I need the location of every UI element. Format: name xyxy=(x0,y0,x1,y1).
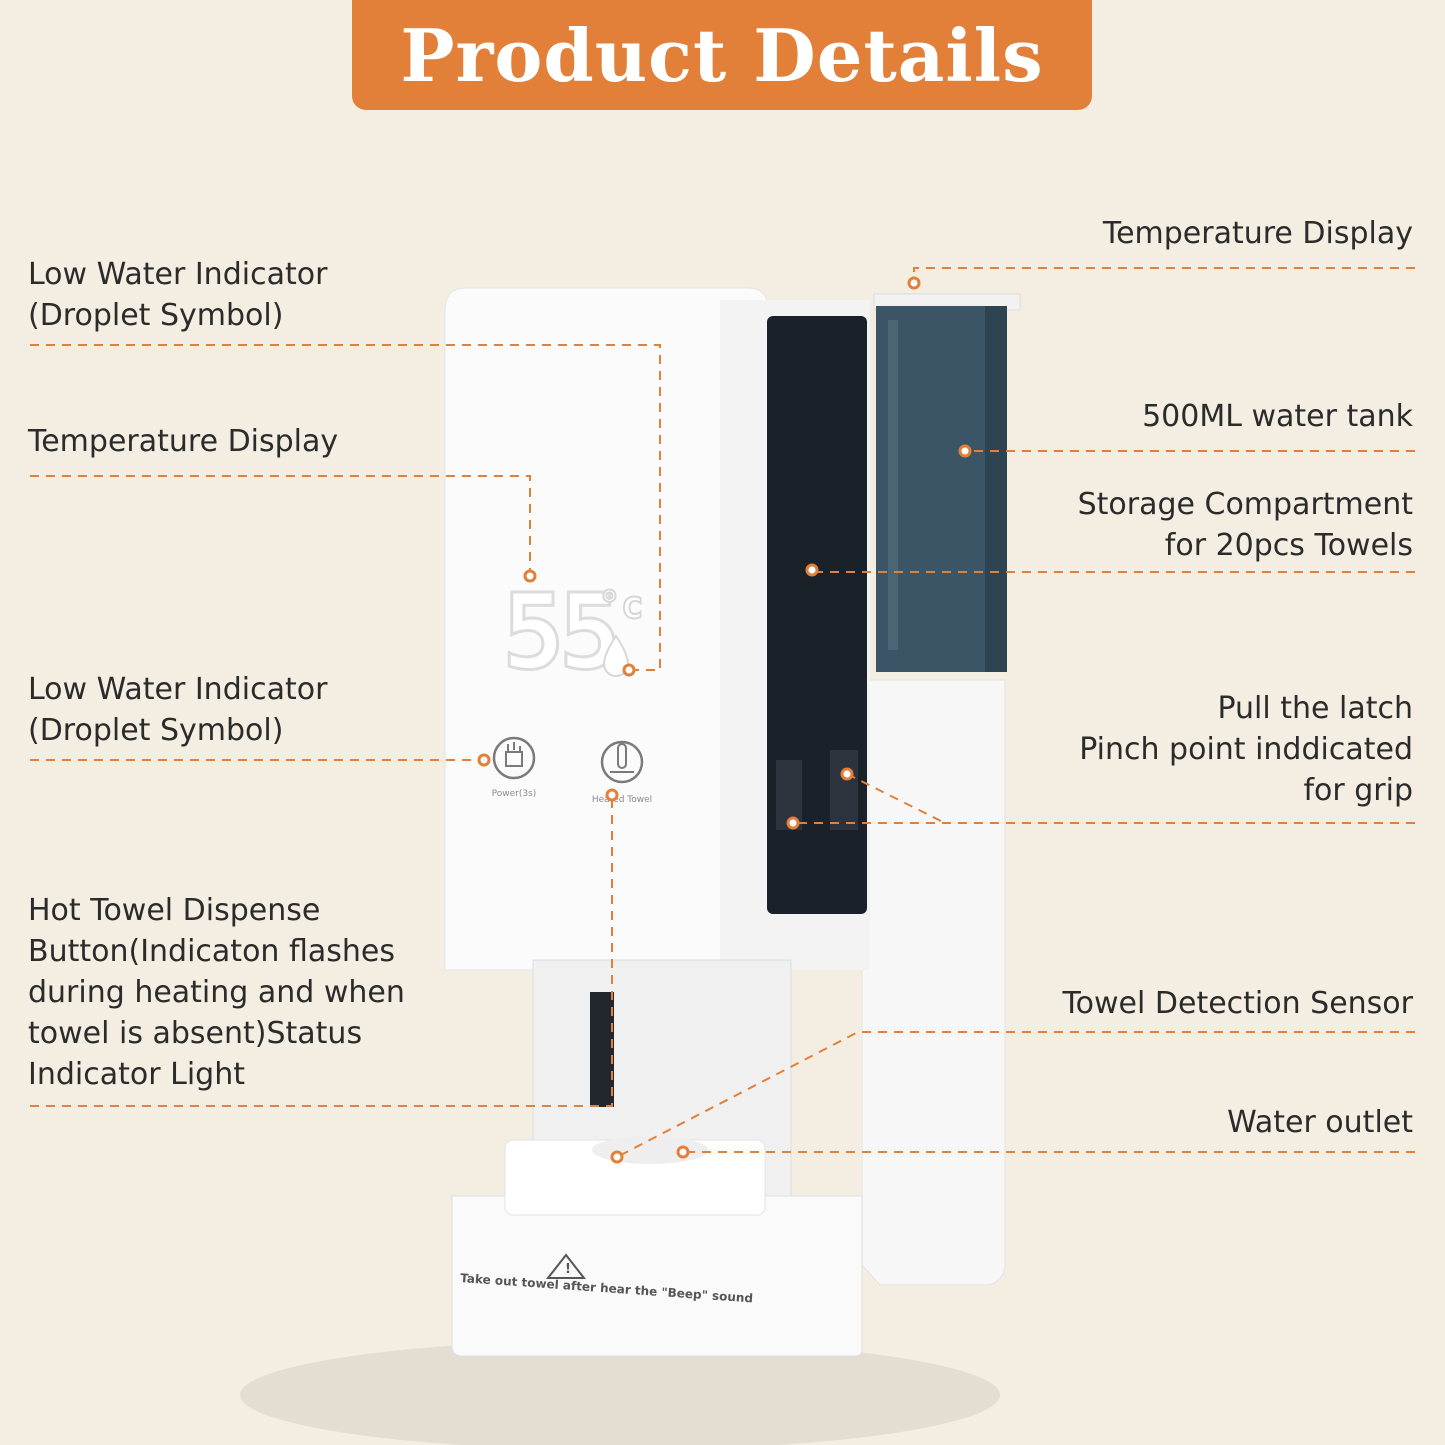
title-banner: Product Details xyxy=(352,0,1092,110)
power-button-label: Power(3s) xyxy=(492,789,537,799)
svg-text:!: ! xyxy=(565,1262,571,1277)
label-pull-latch: Pull the latch Pinch point inddicated fo… xyxy=(1079,691,1413,808)
device-column xyxy=(861,679,1006,1286)
droplet-icon xyxy=(602,634,630,677)
label-temperature-left: Temperature Display xyxy=(28,424,339,459)
callout-dots xyxy=(477,276,972,1164)
label-storage-compartment: Storage Compartment for 20pcs Towels xyxy=(1077,487,1413,563)
label-hot-towel-button: Hot Towel Dispense Button(Indicaton flas… xyxy=(28,893,405,1092)
warning-triangle-icon xyxy=(545,1253,587,1279)
label-low-water-top: Low Water Indicator (Droplet Symbol) xyxy=(28,257,328,333)
led-temperature: 55 xyxy=(502,571,615,693)
power-button[interactable]: Power(3s) xyxy=(492,736,537,799)
page-title: Product Details xyxy=(400,12,1044,98)
label-water-tank: 500ML water tank xyxy=(1142,399,1413,434)
label-low-water-mid: Low Water Indicator (Droplet Symbol) xyxy=(28,672,328,748)
power-hand-icon xyxy=(505,742,523,767)
heated-towel-label: Heated Towel xyxy=(592,795,652,805)
base-tray xyxy=(451,1195,863,1357)
label-water-outlet: Water outlet xyxy=(1227,1105,1413,1140)
thermometer-icon xyxy=(617,743,627,769)
label-temperature-right: Temperature Display xyxy=(1102,216,1413,251)
floor-shadow xyxy=(240,1340,1000,1445)
heated-towel-button[interactable]: Heated Towel xyxy=(592,740,652,805)
label-towel-sensor: Towel Detection Sensor xyxy=(1062,986,1413,1021)
led-unit: °c xyxy=(598,583,644,627)
leader-lines xyxy=(30,267,1415,1158)
